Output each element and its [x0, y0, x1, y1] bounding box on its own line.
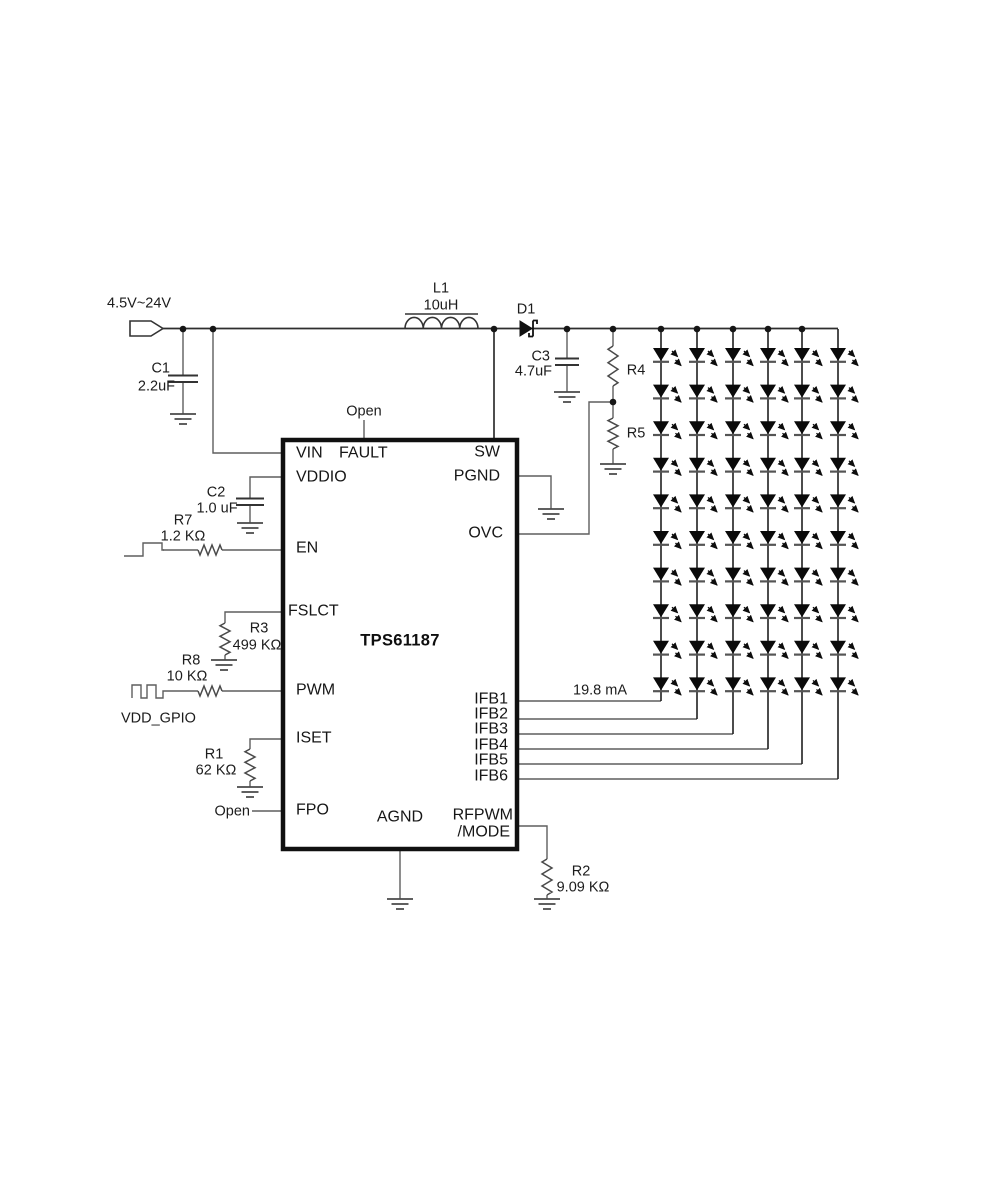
- r7-ref-label: R7: [173, 512, 193, 529]
- r3-value-label: 499 KΩ: [232, 637, 282, 654]
- pin-ifb6: IFB6: [474, 767, 508, 785]
- pin-rfpwm: RFPWM: [452, 806, 513, 824]
- r4-ref-label: R4: [626, 362, 646, 379]
- pin-fault: FAULT: [339, 444, 388, 462]
- r2-ref-label: R2: [571, 863, 591, 880]
- resistor-symbols: [197, 345, 620, 896]
- r5-ref-label: R5: [626, 425, 646, 442]
- junction-dots: [179, 325, 806, 406]
- d1-ref-label: D1: [516, 301, 536, 318]
- inductor-l1-symbol: [404, 313, 479, 329]
- c1-value-label: 2.2uF: [137, 378, 175, 395]
- pin-ifb5: IFB5: [474, 751, 508, 769]
- ifb-wires: [518, 700, 838, 780]
- input-voltage-label: 4.5V~24V: [107, 295, 172, 312]
- c1-ref-label: C1: [151, 360, 170, 377]
- r8-value-label: 10 KΩ: [166, 668, 208, 685]
- pin-vin: VIN: [296, 444, 323, 462]
- pin-sw: SW: [474, 443, 500, 461]
- pin-ifb1: IFB1: [474, 690, 508, 708]
- c3-ref-label: C3: [531, 348, 550, 365]
- capacitor-c3-symbol: [555, 357, 579, 366]
- vdd-gpio-label: VDD_GPIO: [121, 710, 196, 727]
- c3-value-label: 4.7uF: [514, 363, 552, 380]
- wire-net: [124, 329, 614, 899]
- r1-ref-label: R1: [204, 746, 224, 763]
- ic-body: [280, 437, 520, 852]
- pin-ifb2: IFB2: [474, 705, 508, 723]
- c2-ref-label: C2: [206, 484, 226, 501]
- capacitor-c2-symbol: [236, 497, 264, 506]
- r2-value-label: 9.09 KΩ: [556, 879, 610, 896]
- diode-d1-symbol: [519, 319, 538, 338]
- pin-fslct: FSLCT: [288, 602, 339, 620]
- power-rail: [162, 327, 838, 440]
- r1-value-label: 62 KΩ: [195, 762, 237, 779]
- led-matrix: [653, 329, 859, 779]
- r8-ref-label: R8: [181, 652, 201, 669]
- pin-iset: ISET: [296, 729, 332, 747]
- r3-ref-label: R3: [249, 620, 269, 637]
- c2-value-label: 1.0 uF: [196, 500, 238, 517]
- pin-mode: /MODE: [457, 823, 510, 841]
- capacitor-c1-symbol: [168, 374, 198, 383]
- pin-pwm: PWM: [296, 681, 336, 699]
- r7-value-label: 1.2 KΩ: [160, 528, 206, 545]
- fault-open-label: Open: [346, 403, 382, 420]
- l1-ref-label: L1: [432, 280, 450, 297]
- pin-ifb4: IFB4: [474, 736, 508, 754]
- l1-value-label: 10uH: [423, 297, 459, 314]
- ground-symbols: [170, 391, 626, 910]
- pin-ifb3: IFB3: [474, 720, 508, 738]
- input-connector: [129, 320, 165, 337]
- fpo-open-label: Open: [214, 803, 250, 820]
- pin-ovc: OVC: [468, 524, 503, 542]
- pin-pgnd: PGND: [453, 467, 500, 485]
- pin-fpo: FPO: [296, 801, 329, 819]
- ic-part-number: TPS61187: [360, 631, 440, 650]
- pin-agnd: AGND: [376, 808, 424, 826]
- led-current-label: 19.8 mA: [573, 682, 627, 699]
- pin-en: EN: [296, 539, 319, 557]
- pin-vddio: VDDIO: [296, 468, 347, 486]
